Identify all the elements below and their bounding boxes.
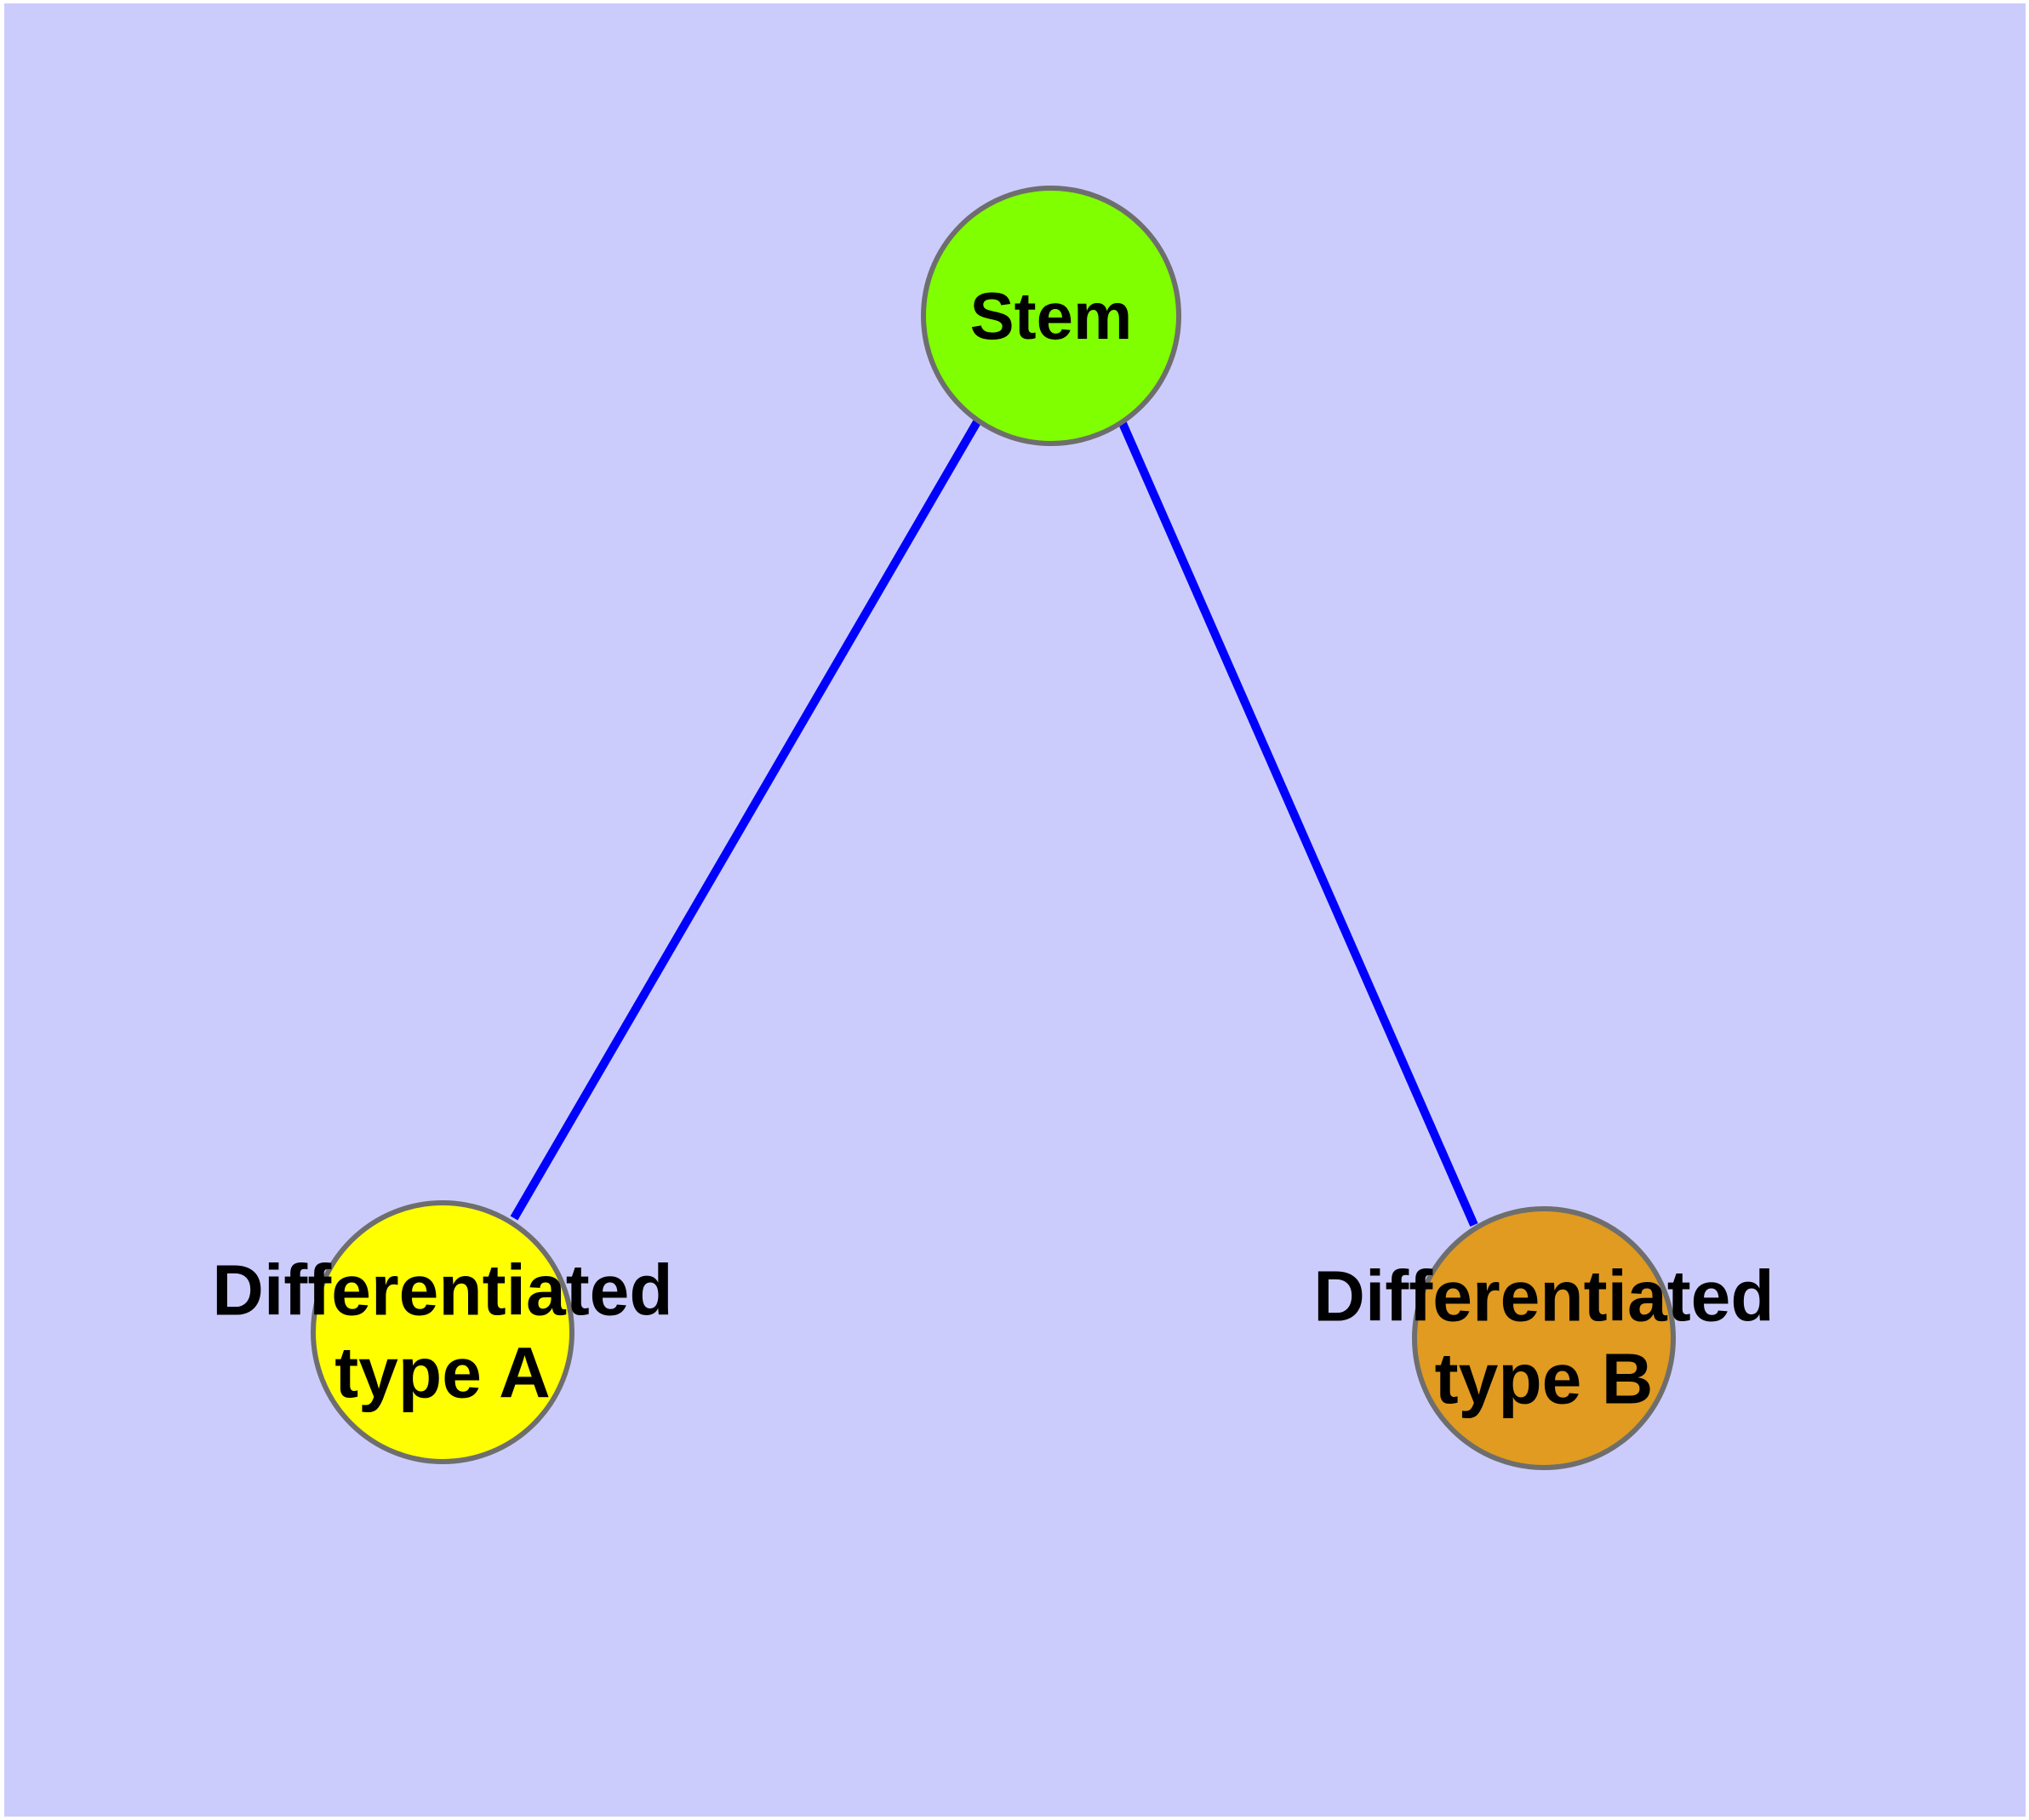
edge-layer <box>510 418 1478 1228</box>
graph-node-diff_b[interactable] <box>1412 1206 1676 1470</box>
graph-edge[interactable] <box>510 418 982 1221</box>
node-layer <box>311 186 1676 1470</box>
graph-edge[interactable] <box>1117 419 1478 1228</box>
graph-node-diff_a[interactable] <box>311 1200 574 1464</box>
graph-node-stem[interactable] <box>921 186 1181 446</box>
